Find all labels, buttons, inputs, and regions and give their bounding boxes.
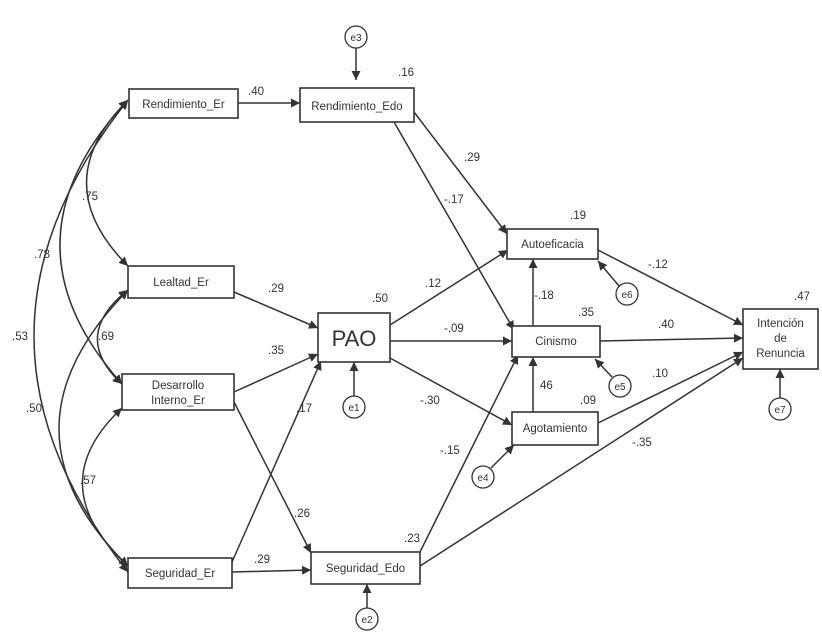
node-intencion-label-2: de [774,333,787,345]
error-e1-label: e1 [348,403,360,414]
path-desarrollo-to-seg-edo [233,401,312,554]
r2-cinismo: .35 [578,307,594,319]
corr-arc-desarrollo-seguridad [81,407,129,567]
node-seg-er: Seguridad_Er [127,557,233,589]
node-cinismo-label: Cinismo [535,336,577,348]
node-pao-label: PAO [332,326,377,351]
node-intencion-label-1: Intención [757,318,804,330]
path-lealtad-to-pao [233,291,319,329]
path-agotamiento-to-intencion [597,351,744,424]
error-e5-label: e5 [614,382,626,393]
error-e6-label: e6 [621,290,633,301]
node-intencion-label-3: Renuncia [756,348,805,360]
coef-pao-to-agotamiento: -.30 [420,395,440,407]
path-autoeficacia-to-intencion [597,249,744,326]
node-rend-edo: Rendimiento_Edo [299,87,415,123]
corr-rend-seguridad: .53 [12,331,28,343]
coef-lealtad-to-pao: .29 [268,283,284,295]
path-cinismo-to-intencion [599,333,744,343]
node-seg-edo-label: Seguridad_Edo [326,563,405,575]
corr-lealtad-seguridad: .50 [26,403,42,415]
corr-arc-lealtad-desarrollo [96,289,129,385]
error-e6: e6 [615,282,639,306]
node-lealtad-label: Lealtad_Er [153,277,209,289]
corr-lealtad-desarrollo: .69 [98,331,114,343]
path-seg-edo-to-intencion [419,357,744,567]
path-e5-to-cinismo [594,358,613,378]
error-e3-label: e3 [350,33,362,44]
correlation-labels: .75 .78 .53 .69 .50 .57 [12,191,114,487]
node-autoeficacia: Autoeficacia [506,228,599,260]
r2-intencion: .47 [794,291,810,303]
error-e2: e2 [355,607,379,631]
coef-agotamiento-to-intencion: .10 [652,368,668,380]
node-seg-er-label: Seguridad_Er [145,568,215,580]
coef-seg-edo-to-cinismo: -.15 [440,445,460,457]
node-desarrollo-label-2: Interno_Er [151,395,205,407]
node-cinismo: Cinismo [511,325,601,358]
node-pao: PAO [317,312,391,363]
coef-desarrollo-to-pao: .35 [268,345,284,357]
node-intencion: Intención de Renuncia [742,308,819,370]
coef-rend-edo-to-autoeficacia: .29 [464,152,480,164]
node-desarrollo-label-1: Desarrollo [152,380,204,392]
node-rend-er-label: Rendimiento_Er [142,99,225,111]
corr-rend-desarrollo: .78 [34,249,50,261]
error-e2-label: e2 [361,615,373,626]
error-e7-label: e7 [774,405,786,416]
error-e4: e4 [471,465,495,489]
directed-paths [231,48,785,608]
node-seg-edo: Seguridad_Edo [310,551,421,585]
coef-pao-to-autoeficacia: .12 [425,278,441,290]
coef-cinismo-to-intencion: .40 [658,319,674,331]
coefficient-labels: .40 .29 -.17 .29 .35 .17 .26 .29 .12 -.0… [248,86,674,566]
node-agotamiento: Agotamiento [511,411,599,446]
node-desarrollo: Desarrollo Interno_Er [121,373,235,411]
corr-arc-rend-desarrollo [59,99,129,385]
path-e4-to-agotamiento [490,444,515,469]
error-e4-label: e4 [477,473,489,484]
coef-seg-edo-to-intencion: -.35 [632,437,652,449]
coef-desarrollo-to-seg-edo: .26 [294,508,310,520]
coef-rend-er-to-rend-edo: .40 [248,86,264,98]
path-pao-to-autoeficacia [389,249,509,326]
path-seg-er-to-seg-edo [231,565,312,575]
r2-labels: .16 .50 .23 .19 .35 .09 .47 [372,67,810,545]
r2-agotamiento: .09 [580,395,596,407]
error-e3: e3 [344,25,368,49]
path-desarrollo-to-pao [233,353,319,393]
error-e7: e7 [768,397,792,421]
node-rend-er: Rendimiento_Er [128,88,239,119]
r2-rend-edo: .16 [398,67,414,79]
node-lealtad: Lealtad_Er [127,265,235,299]
error-e1: e1 [342,395,366,419]
path-rend-edo-to-autoeficacia [413,111,508,235]
corr-rend-lealtad: .75 [82,191,98,203]
r2-seg-edo: .23 [404,533,420,545]
path-rend-edo-to-cinismo [393,121,515,331]
coef-seg-er-to-seg-edo: .29 [254,554,270,566]
coef-agotamiento-to-cinismo: 46 [540,380,553,392]
corr-arc-rend-seguridad [33,99,129,573]
coef-seg-er-to-pao: .17 [296,403,312,415]
path-seg-edo-to-cinismo [417,354,519,557]
path-e6-to-autoeficacia [597,260,620,287]
r2-autoeficacia: .19 [570,210,586,222]
correlation-arcs [33,99,129,573]
coef-pao-to-cinismo: -.09 [444,323,464,335]
coef-rend-edo-to-cinismo: -.17 [444,194,464,206]
path-pao-to-agotamiento [389,357,513,426]
r2-pao: .50 [372,293,388,305]
coef-autoeficacia-to-intencion: -.12 [648,259,668,271]
node-agotamiento-label: Agotamiento [523,423,588,435]
path-seg-er-to-pao [231,360,322,563]
corr-desarrollo-seguridad: .57 [80,475,96,487]
node-rend-edo-label: Rendimiento_Edo [311,101,402,113]
node-autoeficacia-label: Autoeficacia [521,239,584,251]
coef-cinismo-to-autoeficacia: -.18 [534,290,554,302]
error-e5: e5 [608,374,632,398]
